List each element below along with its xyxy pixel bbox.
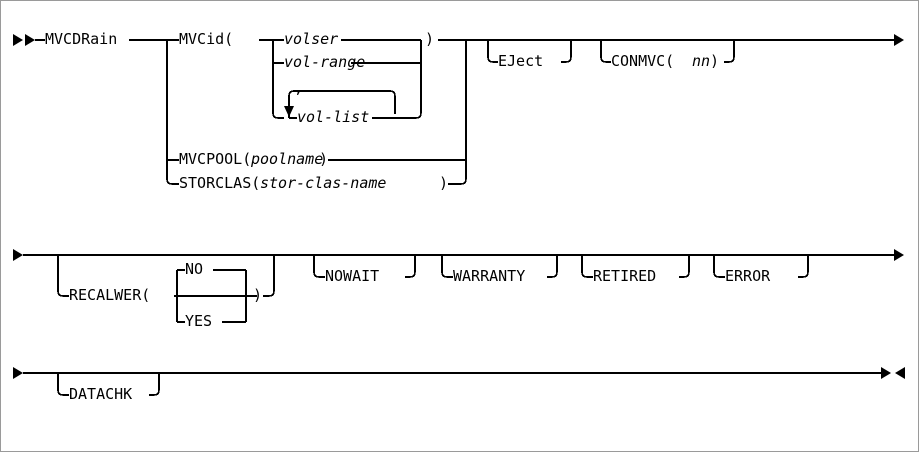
row3-start-arrow	[13, 367, 23, 379]
label-mvcpool-open: MVCPOOL(	[179, 150, 252, 168]
error-right-rise	[798, 255, 809, 278]
nowait-right-rise	[405, 255, 416, 278]
keyword-retired: RETIRED	[593, 267, 657, 285]
keyword-datachk: DATACHK	[69, 385, 133, 403]
vol-list-loop-arc	[288, 90, 396, 118]
recalwer-left-drop	[57, 255, 69, 297]
operand-stor-clas-name: stor-clas-name	[260, 174, 387, 192]
recalwer-right-rise	[263, 255, 275, 297]
datachk-right-rise	[149, 373, 160, 396]
warranty-right-rise	[547, 255, 558, 278]
datachk-left-drop	[57, 373, 69, 396]
conmvc-right-rise	[724, 40, 735, 63]
retired-left-drop	[581, 255, 593, 278]
start-arrow-1	[13, 34, 23, 46]
keyword-conmvc-open: CONMVC(	[611, 52, 675, 70]
start-arrow-2	[25, 34, 35, 46]
keyword-eject: EJect	[498, 52, 544, 70]
inner-branch-left-vertical	[272, 40, 284, 119]
keyword-warranty: WARRANTY	[453, 267, 526, 285]
branch-right-vertical	[448, 40, 467, 185]
row3-end-arrow-left	[895, 367, 905, 379]
label-recalwer-close-paren: )	[253, 286, 263, 304]
keyword-mvcdrain: MVCDRain	[45, 30, 118, 48]
label-mvcpool-close-paren: )	[319, 150, 329, 168]
keyword-recalwer-open: RECALWER(	[69, 286, 151, 304]
label-storclas-close-paren: )	[439, 174, 449, 192]
choice-yes: YES	[185, 312, 213, 330]
retired-right-rise	[679, 255, 690, 278]
operand-vol-list: vol-list	[297, 108, 370, 126]
warranty-left-drop	[441, 255, 453, 278]
label-storclas-open: STORCLAS(	[179, 174, 261, 192]
label-mvcid-open: MVCid(	[179, 30, 234, 48]
choice-no: NO	[185, 260, 204, 278]
keyword-error: ERROR	[725, 267, 771, 285]
operand-nn: nn	[692, 52, 711, 70]
inner-branch-right-vertical	[407, 40, 422, 119]
label-mvcid-close-paren: )	[425, 30, 435, 48]
conmvc-left-drop	[600, 40, 611, 63]
eject-left-drop	[487, 40, 498, 63]
eject-right-rise	[561, 40, 572, 63]
row3-end-arrow-right	[881, 367, 891, 379]
row2-start-arrow	[13, 249, 23, 261]
operand-poolname: poolname	[251, 150, 324, 168]
label-conmvc-close-paren: )	[710, 52, 720, 70]
vol-list-loop-arrow	[284, 106, 294, 117]
error-left-drop	[713, 255, 725, 278]
nowait-left-drop	[313, 255, 325, 278]
operand-vol-range: vol-range	[284, 53, 366, 71]
keyword-nowait: NOWAIT	[325, 267, 380, 285]
row1-end-arrow	[894, 34, 904, 46]
branch-left-vertical	[166, 40, 179, 185]
operand-volser: volser	[284, 30, 339, 48]
row2-end-arrow	[894, 249, 904, 261]
separator-comma: ,	[294, 79, 304, 97]
